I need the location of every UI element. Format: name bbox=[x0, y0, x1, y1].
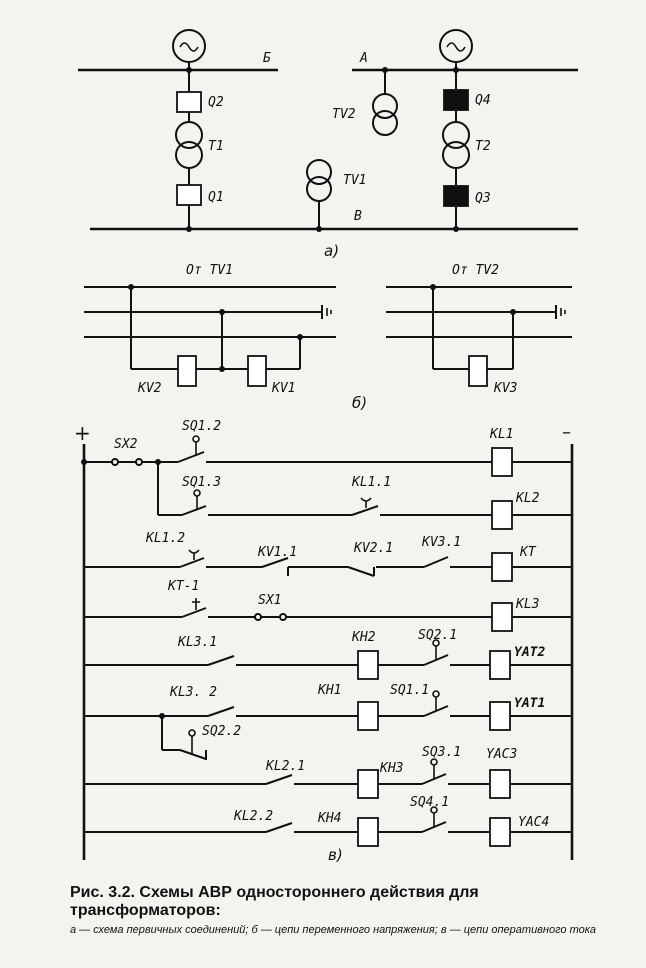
contact-kl21 bbox=[265, 774, 293, 785]
contact-sq12 bbox=[177, 451, 205, 463]
label-kh4: KH4 bbox=[317, 811, 341, 826]
part-label-c: в) bbox=[328, 846, 343, 864]
label-sx2: SX2 bbox=[114, 437, 138, 452]
relay-kv2 bbox=[177, 355, 197, 387]
ac-voltage-circuits: От TV1 От TV2 KV2 bbox=[84, 263, 572, 412]
figure-caption: Рис. 3.2. Схемы АВР одностороннего дейст… bbox=[70, 884, 630, 937]
relay-kh4 bbox=[357, 817, 379, 847]
label-t1: T1 bbox=[208, 139, 224, 154]
label-sq12: SQ1.2 bbox=[182, 419, 221, 434]
label-sq11: SQ1.1 bbox=[390, 683, 429, 698]
coil-yac3 bbox=[489, 769, 511, 799]
label-kv31: KV3.1 bbox=[421, 535, 461, 550]
label-kh1: KH1 bbox=[317, 683, 341, 698]
relay-kl3 bbox=[491, 602, 513, 632]
label-tv2: TV2 bbox=[332, 107, 356, 122]
part-label-b: б) bbox=[352, 394, 367, 412]
label-sx1: SX1 bbox=[258, 593, 281, 608]
label-kl12: KL1.2 bbox=[145, 531, 185, 546]
label-kh3: KH3 bbox=[379, 761, 403, 776]
transformer-tv1-icon bbox=[306, 159, 332, 185]
caption-title: Рис. 3.2. Схемы АВР одностороннего дейст… bbox=[70, 884, 479, 919]
label-kt1: KT-1 bbox=[167, 579, 199, 594]
contact-kv11 bbox=[261, 557, 289, 568]
label-kl32: KL3. 2 bbox=[169, 685, 217, 700]
label-bus-a: А bbox=[359, 51, 368, 66]
label-kl1: KL1 bbox=[489, 427, 513, 442]
transformer-t1-icon bbox=[175, 121, 203, 149]
contact-kv21 bbox=[347, 566, 375, 577]
coil-yac4 bbox=[489, 817, 511, 847]
label-kl2: KL2 bbox=[515, 491, 540, 506]
contact-sq22 bbox=[179, 749, 207, 760]
contact-sq13 bbox=[181, 505, 207, 516]
link-sx2 bbox=[111, 458, 119, 466]
label-yac4: YAC4 bbox=[518, 815, 549, 830]
contact-kl32 bbox=[207, 706, 235, 717]
label-kl11: KL1.1 bbox=[351, 475, 391, 490]
label-q3: Q3 bbox=[475, 191, 491, 206]
label-kv3: KV3 bbox=[493, 381, 517, 396]
label-sq31: SQ3.1 bbox=[422, 745, 461, 760]
relay-kh1 bbox=[357, 701, 379, 731]
contact-kl22 bbox=[265, 822, 293, 833]
label-tv1: TV1 bbox=[343, 173, 366, 188]
coil-yat2 bbox=[489, 650, 511, 680]
operating-current-circuits: + – SX2 SQ1.2 KL1 SQ1.3 KL1.1 bbox=[74, 419, 574, 864]
label-sq41: SQ4.1 bbox=[410, 795, 449, 810]
label-t2: T2 bbox=[475, 139, 491, 154]
primary-connections: Б А В Q2 T1 Q1 TV2 TV1 Q4 T2 Q3 а) bbox=[78, 29, 578, 260]
breaker-q1 bbox=[176, 184, 202, 206]
label-kv2: KV2 bbox=[137, 381, 162, 396]
transformer-t2-icon bbox=[442, 121, 470, 149]
label-minus: – bbox=[562, 422, 571, 443]
label-plus: + bbox=[74, 421, 91, 445]
label-yat1: YAT1 bbox=[514, 696, 545, 711]
label-kl3: KL3 bbox=[515, 597, 539, 612]
label-sq13: SQ1.3 bbox=[182, 475, 221, 490]
link-sx1 bbox=[254, 613, 262, 621]
relay-kh3 bbox=[357, 769, 379, 799]
contact-kl11 bbox=[351, 505, 379, 516]
label-sq22: SQ2.2 bbox=[202, 724, 241, 739]
relay-kl2 bbox=[491, 500, 513, 530]
caption-body: а — схема первичных соединений; б — цепи… bbox=[70, 924, 597, 936]
label-q1: Q1 bbox=[208, 190, 224, 205]
label-kl31: KL3.1 bbox=[177, 635, 217, 650]
label-yat2: YAT2 bbox=[514, 645, 545, 660]
label-from-tv1: От TV1 bbox=[186, 263, 233, 278]
part-label-a: а) bbox=[324, 242, 339, 260]
contact-kv31 bbox=[423, 556, 449, 568]
breaker-q4 bbox=[443, 89, 469, 111]
label-q4: Q4 bbox=[475, 93, 491, 108]
relay-kt bbox=[491, 552, 513, 582]
label-kl22: KL2.2 bbox=[233, 809, 273, 824]
contact-kl12 bbox=[179, 557, 205, 568]
ac-symbol-icon bbox=[179, 42, 199, 52]
breaker-q3 bbox=[443, 185, 469, 207]
breaker-q2 bbox=[176, 91, 202, 113]
label-kt: KT bbox=[519, 545, 537, 560]
relay-kv1 bbox=[247, 355, 267, 387]
label-from-tv2: От TV2 bbox=[452, 263, 499, 278]
label-kh2: KH2 bbox=[351, 630, 376, 645]
relay-kv3 bbox=[468, 355, 488, 387]
label-kv21: KV2.1 bbox=[353, 541, 393, 556]
transformer-tv2-icon bbox=[372, 93, 398, 119]
label-kv1: KV1 bbox=[271, 381, 295, 396]
contact-kl31 bbox=[207, 655, 235, 666]
label-kv11: KV1.1 bbox=[257, 545, 297, 560]
coil-yat1 bbox=[489, 701, 511, 731]
label-bus-v: В bbox=[354, 209, 362, 224]
contact-kt1 bbox=[181, 607, 207, 618]
relay-kh2 bbox=[357, 650, 379, 680]
label-yac3: YAC3 bbox=[486, 747, 517, 762]
relay-kl1 bbox=[491, 447, 513, 477]
label-q2: Q2 bbox=[208, 95, 224, 110]
label-sq21: SQ2.1 bbox=[418, 628, 457, 643]
label-kl21: KL2.1 bbox=[265, 759, 305, 774]
label-bus-b: Б bbox=[263, 51, 271, 66]
